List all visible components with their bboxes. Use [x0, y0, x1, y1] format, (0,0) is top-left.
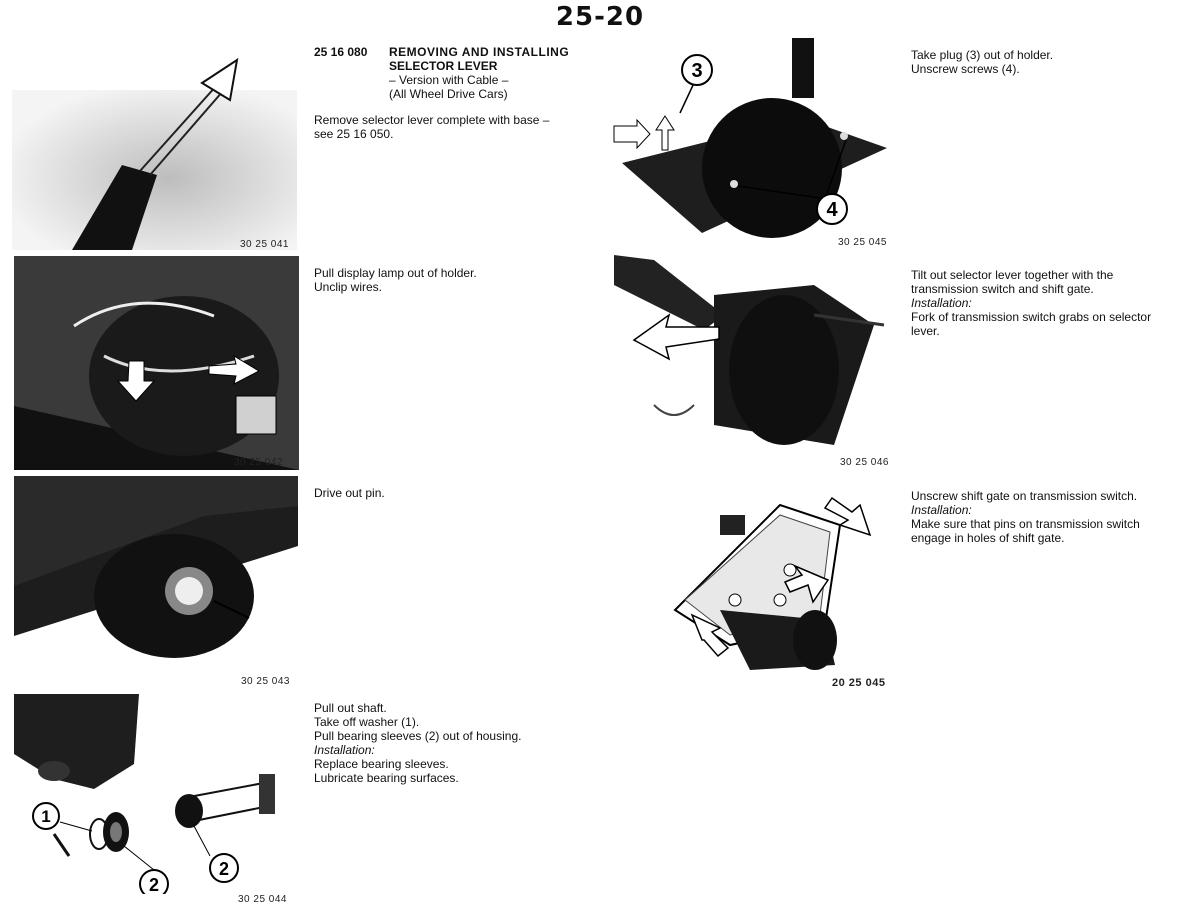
shift-gate-illustration [673, 496, 872, 670]
section-text-selector-lever: 25 16 080 REMOVING AND INSTALLING SELECTO… [314, 45, 599, 141]
instruction-line: Unscrew shift gate on transmission switc… [911, 489, 1138, 503]
section-text-tilt-out: Tilt out selector lever together with th… [911, 268, 1191, 338]
display-lamp-illustration [14, 256, 299, 470]
instruction-line: Drive out pin. [314, 486, 385, 500]
photo-shaft-and-sleeves: 1 2 2 [14, 694, 299, 894]
tilt-out-lever-illustration [614, 255, 885, 445]
figure-number: 30 25 045 [838, 237, 887, 248]
photo-shift-gate [630, 490, 892, 675]
callout-3: 3 [691, 60, 702, 82]
instruction-line: Unclip wires. [314, 280, 383, 294]
callout-4: 4 [826, 199, 838, 221]
installation-line: lever. [911, 324, 940, 338]
instruction-line: Pull out shaft. [314, 701, 387, 715]
installation-label: Installation: [911, 296, 972, 310]
figure-number: 30 25 041 [240, 239, 289, 250]
callout-2: 2 [219, 859, 229, 879]
instruction-line: Pull display lamp out of holder. [314, 266, 477, 280]
photo-display-lamp [14, 256, 299, 470]
figure-number: 30 25 046 [840, 457, 889, 468]
figure-number: 30 25 043 [241, 676, 290, 687]
section-code: 25 16 080 [314, 45, 368, 59]
section-subtitle: (All Wheel Drive Cars) [389, 87, 508, 101]
selector-lever-illustration [12, 57, 297, 250]
instruction-line: Take off washer (1). [314, 715, 420, 729]
instruction-line: Tilt out selector lever together with th… [911, 268, 1114, 282]
instruction-line: see 25 16 050. [314, 127, 394, 141]
installation-line: Replace bearing sleeves. [314, 757, 449, 771]
photo-plug-and-screws: 3 4 [612, 38, 890, 238]
installation-line: Lubricate bearing surfaces. [314, 771, 459, 785]
section-heading: 25 16 080 REMOVING AND INSTALLING [314, 45, 599, 59]
installation-label: Installation: [314, 743, 375, 757]
section-text-display-lamp: Pull display lamp out of holder. Unclip … [314, 266, 599, 294]
section-text-shift-gate: Unscrew shift gate on transmission switc… [911, 489, 1191, 545]
figure-number: 30 25 042 [234, 457, 283, 468]
instruction-line: Pull bearing sleeves (2) out of housing. [314, 729, 522, 743]
photo-selector-lever-removal [12, 45, 297, 250]
photo-tilt-out-lever [614, 255, 894, 455]
drive-out-pin-illustration [14, 476, 298, 666]
figure-number: 30 25 044 [238, 894, 287, 905]
callout-1: 1 [41, 807, 50, 826]
installation-line: Make sure that pins on transmission swit… [911, 517, 1140, 531]
plug-and-screws-illustration: 3 4 [613, 38, 887, 238]
section-text-shaft: Pull out shaft. Take off washer (1). Pul… [314, 701, 599, 785]
instruction-line: Take plug (3) out of holder. [911, 48, 1054, 62]
instruction-line: transmission switch and shift gate. [911, 282, 1094, 296]
figure-number: 20 25 045 [832, 677, 886, 689]
instruction-line: Remove selector lever complete with base… [314, 113, 550, 127]
installation-label: Installation: [911, 503, 972, 517]
installation-line: engage in holes of shift gate. [911, 531, 1065, 545]
photo-drive-out-pin [14, 476, 298, 666]
section-subtitle: – Version with Cable – [389, 73, 509, 87]
section-title: REMOVING AND INSTALLING [389, 45, 570, 59]
page-number: 25-20 [555, 2, 645, 32]
shaft-and-sleeves-illustration: 1 2 2 [14, 694, 275, 894]
installation-line: Fork of transmission switch grabs on sel… [911, 310, 1152, 324]
callout-2: 2 [149, 875, 159, 894]
instruction-line: Unscrew screws (4). [911, 62, 1020, 76]
section-title-line2: SELECTOR LEVER [389, 59, 498, 73]
section-text-drive-out-pin: Drive out pin. [314, 486, 599, 500]
section-text-plug-screws: Take plug (3) out of holder. Unscrew scr… [911, 48, 1191, 76]
